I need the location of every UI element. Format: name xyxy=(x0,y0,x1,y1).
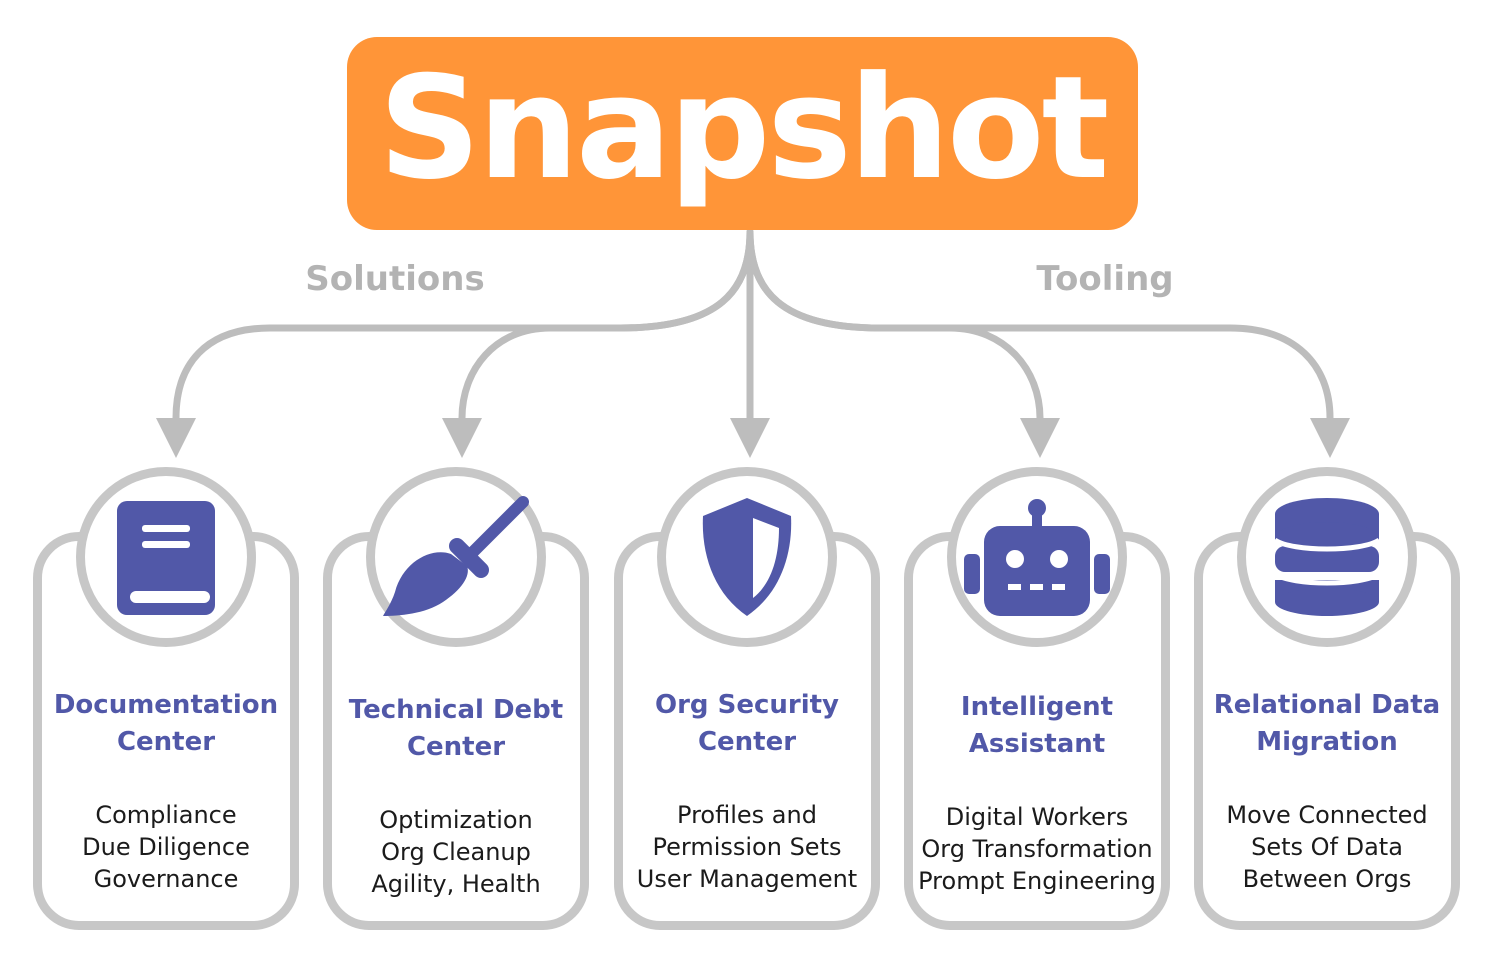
arrowhead-relational-data xyxy=(1310,418,1350,458)
banner-title: Snapshot xyxy=(378,45,1110,211)
card-title: Org Security Center xyxy=(655,690,839,757)
card-title: Intelligent Assistant xyxy=(960,692,1114,759)
card-icon-circle xyxy=(947,467,1127,647)
card-description: Profiles and Permission Sets User Manage… xyxy=(636,801,858,893)
card-title: Documentation Center xyxy=(53,690,279,757)
card-description: Optimization Org Cleanup Agility, Health xyxy=(371,806,541,898)
database-icon xyxy=(1273,498,1381,616)
arrowhead-org-security xyxy=(730,418,770,458)
card-description: Move Connected Sets Of Data Between Orgs xyxy=(1226,801,1428,893)
arrowhead-documentation xyxy=(156,418,196,458)
card-title: Relational Data Migration xyxy=(1213,690,1441,757)
shield-icon xyxy=(702,498,792,616)
book-icon xyxy=(117,501,215,615)
card-title: Technical Debt Center xyxy=(348,695,564,762)
snapshot-banner: Snapshot xyxy=(347,37,1138,230)
branch-label-solutions: Solutions xyxy=(305,259,485,299)
card-technical-debt-center[interactable]: Technical Debt Center Optimization Org C… xyxy=(323,532,589,930)
card-intelligent-assistant[interactable]: Intelligent Assistant Digital Workers Or… xyxy=(904,532,1170,930)
card-icon-circle xyxy=(1237,467,1417,647)
card-icon-circle xyxy=(657,467,837,647)
connector-to-technical-debt xyxy=(458,228,754,422)
broom-icon xyxy=(383,496,529,616)
arrowhead-intelligent-assistant xyxy=(1020,418,1060,458)
card-description: Digital Workers Org Transformation Promp… xyxy=(918,803,1156,895)
card-description: Compliance Due Diligence Governance xyxy=(82,801,250,893)
arrowhead-technical-debt xyxy=(442,418,482,458)
card-icon-circle xyxy=(366,467,546,647)
connector-to-relational-data xyxy=(746,228,1334,422)
robot-icon xyxy=(964,499,1110,616)
branch-label-tooling: Tooling xyxy=(1036,259,1174,299)
card-icon-circle xyxy=(76,467,256,647)
